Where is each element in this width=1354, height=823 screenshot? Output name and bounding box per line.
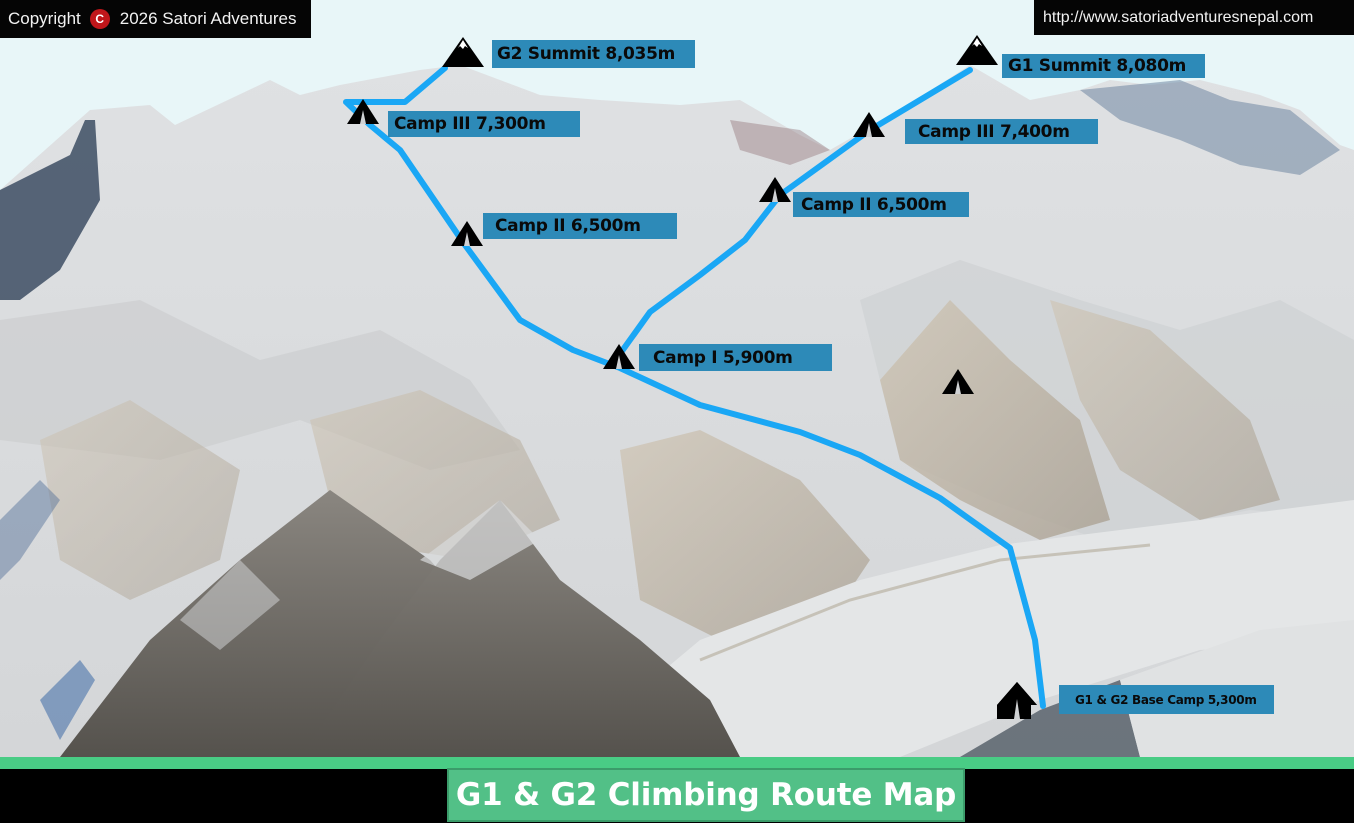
mountain-peak-icon — [442, 37, 484, 67]
copyright-label: Copyright — [8, 9, 81, 28]
route-map: Copyright C 2026 Satori Adventures http:… — [0, 0, 1354, 757]
copyright-badge: Copyright C 2026 Satori Adventures — [0, 0, 311, 38]
g1-camp3-label: Camp III 7,400m — [905, 119, 1098, 144]
base-camp-tent-icon — [997, 682, 1037, 719]
copyright-owner: 2026 Satori Adventures — [119, 9, 297, 28]
tent-icon — [347, 99, 379, 124]
tent-icon — [603, 344, 635, 369]
tent-icon — [853, 112, 885, 137]
tent-icon — [759, 177, 791, 202]
terrain-illustration — [0, 65, 1354, 757]
g1-summit-label: G1 Summit 8,080m — [1002, 54, 1205, 78]
map-title: G1 & G2 Climbing Route Map — [447, 768, 965, 822]
copyright-icon: C — [89, 9, 110, 29]
g2-camp3-label: Camp III 7,300m — [388, 111, 580, 137]
footer-accent-bar — [0, 757, 1354, 769]
g2-summit-label: G2 Summit 8,035m — [492, 40, 695, 68]
base-camp-label: G1 & G2 Base Camp 5,300m — [1059, 685, 1274, 714]
g2-camp2-label: Camp II 6,500m — [483, 213, 677, 239]
g1-camp2-label: Camp II 6,500m — [793, 192, 969, 217]
mountain-peak-icon — [956, 35, 998, 65]
tent-icon — [451, 221, 483, 246]
camp1-label: Camp I 5,900m — [639, 344, 832, 371]
website-url-link[interactable]: http://www.satoriadventuresnepal.com — [1034, 0, 1354, 35]
tent-icon — [942, 369, 974, 394]
